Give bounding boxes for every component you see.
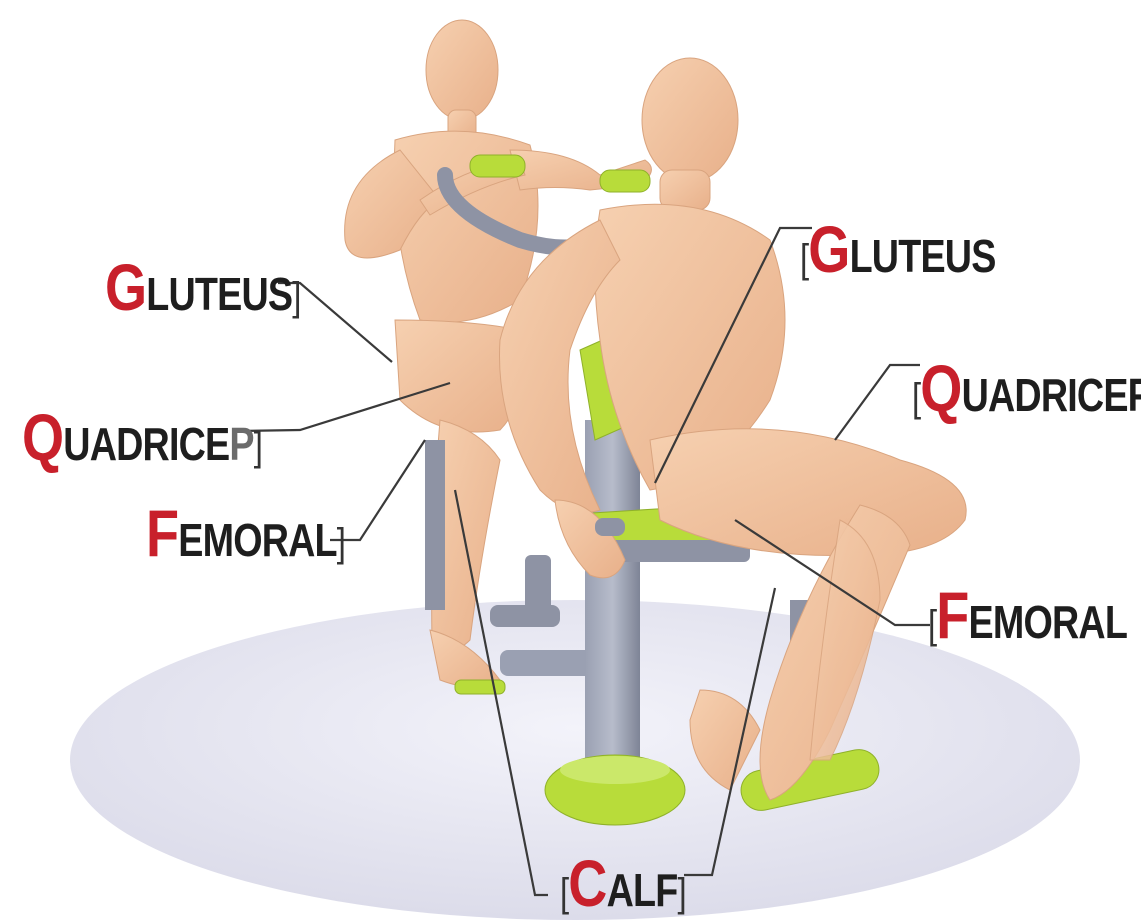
main-pole xyxy=(585,420,640,780)
label-text: LUTEUS xyxy=(146,268,292,320)
label-initial: G xyxy=(808,212,849,286)
label-initial: G xyxy=(105,250,146,324)
label-text: LUTEUS xyxy=(850,230,996,282)
label-quadricep-left: QUADRICEP] xyxy=(22,404,262,470)
label-calf: [CALF] xyxy=(560,850,686,916)
label-initial: F xyxy=(146,496,178,570)
label-text: EMORAL xyxy=(969,596,1128,648)
label-femoral-right: [FEMORAL xyxy=(928,582,1127,648)
label-femoral-left: FEMORAL] xyxy=(146,500,345,566)
label-gluteus-right: [GLUTEUS xyxy=(800,216,996,282)
bracket-close: ] xyxy=(292,275,300,319)
label-text: ALF xyxy=(607,864,678,916)
label-initial: C xyxy=(568,846,606,920)
leader-quadricep-right xyxy=(835,365,920,440)
label-initial: F xyxy=(936,578,968,652)
label-initial: Q xyxy=(22,400,63,474)
bracket-open: [ xyxy=(560,871,568,915)
label-initial: Q xyxy=(920,351,961,425)
label-gluteus-left: GLUTEUS] xyxy=(105,254,301,320)
hand-bar xyxy=(595,518,625,536)
bracket-open: [ xyxy=(800,237,808,281)
label-text: EMORAL xyxy=(178,514,337,566)
back-post xyxy=(425,440,445,610)
bracket-open: [ xyxy=(912,376,920,420)
label-text: UADRICEP xyxy=(962,369,1141,421)
bracket-close: ] xyxy=(677,871,685,915)
label-text: UADRICE xyxy=(63,418,229,470)
bracket-open: [ xyxy=(928,603,936,647)
bracket-close: ] xyxy=(254,425,262,469)
label-text-tail: P xyxy=(229,418,253,470)
label-quadricep-right: [QUADRICEP xyxy=(912,355,1141,421)
bracket-close: ] xyxy=(337,521,345,565)
